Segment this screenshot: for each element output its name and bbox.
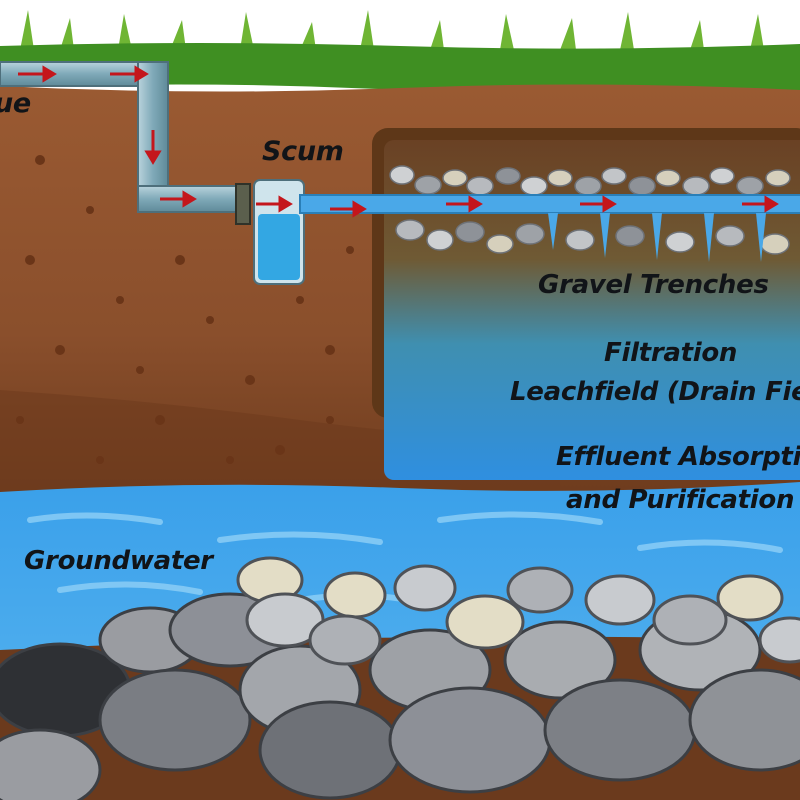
scum-label: Scum: [262, 136, 344, 167]
groundwater-label: Groundwater: [24, 546, 213, 576]
purification-label: and Purification: [566, 485, 794, 515]
gravel-trenches-label: Gravel Trenches: [538, 270, 769, 300]
effluent-absorption-label: Effluent Absorptio: [556, 442, 800, 472]
filtration-label: Filtration: [604, 338, 737, 368]
tank-label-fragment: ue: [0, 88, 31, 119]
leachfield-label: Leachfield (Drain Fiel: [510, 377, 800, 407]
